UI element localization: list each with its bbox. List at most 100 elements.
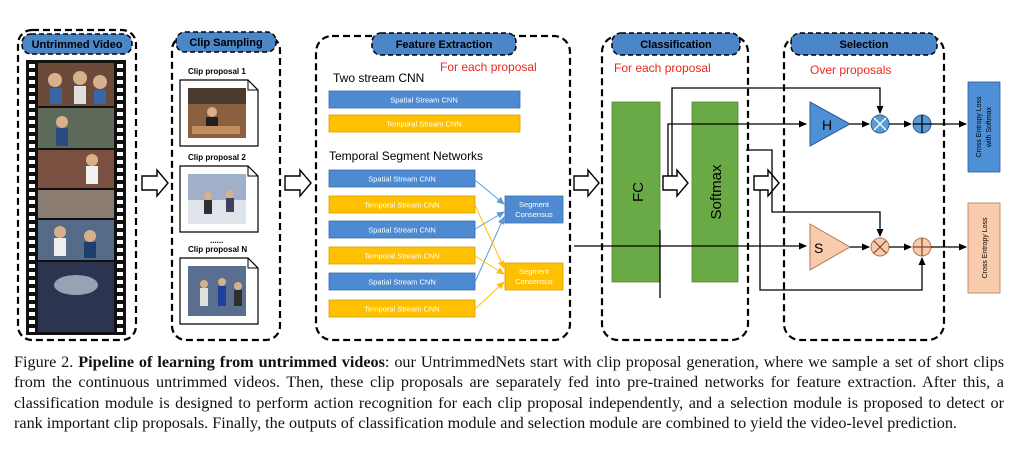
film-sprocket-hole — [117, 200, 123, 204]
clip-proposal-1-label: Clip proposal 1 — [188, 67, 246, 76]
film-sprocket-hole — [29, 184, 35, 188]
selection-title: Selection — [840, 39, 889, 51]
tsn-spatial-label: Spatial Stream CNN — [368, 175, 436, 184]
film-sprocket-hole — [29, 288, 35, 292]
film-sprocket-hole — [117, 216, 123, 220]
film-sprocket-hole — [117, 328, 123, 332]
film-sprocket-hole — [117, 296, 123, 300]
film-sprocket-hole — [117, 192, 123, 196]
arrow-video-to-clips — [141, 168, 169, 198]
untrimmed-video-title: Untrimmed Video — [32, 39, 123, 51]
film-sprocket-hole — [29, 64, 35, 68]
tsn-blue-connectors — [474, 179, 505, 283]
film-sprocket-hole — [117, 152, 123, 156]
tsn-spatial-label: Spatial Stream CNN — [368, 278, 436, 287]
consensus-2-line-2: Consensus — [515, 277, 553, 286]
film-sprocket-hole — [117, 224, 123, 228]
film-sprocket-hole — [117, 304, 123, 308]
arrow-clips-to-features — [284, 168, 312, 198]
film-sprocket-hole — [117, 168, 123, 172]
film-sprocket-hole — [29, 144, 35, 148]
film-sprocket-hole — [117, 184, 123, 188]
film-sprocket-hole — [117, 176, 123, 180]
film-sprocket-hole — [117, 72, 123, 76]
stage-arrows — [141, 168, 780, 198]
film-sprocket-hole — [29, 88, 35, 92]
film-sprocket-hole — [29, 160, 35, 164]
film-sprocket-hole — [29, 80, 35, 84]
consensus-2-line-1: Segment — [519, 267, 550, 276]
film-sprocket-hole — [29, 256, 35, 260]
film-sprocket-hole — [29, 216, 35, 220]
film-sprocket-hole — [29, 128, 35, 132]
clip-proposal-n-thumbnail — [188, 266, 246, 316]
film-sprocket-hole — [29, 112, 35, 116]
two-stream-title: Two stream CNN — [333, 71, 424, 85]
film-sprocket-hole — [29, 312, 35, 316]
film-sprocket-hole — [117, 96, 123, 100]
film-sprocket-hole — [29, 96, 35, 100]
film-sprocket-hole — [29, 200, 35, 204]
tsn-temporal-label: Temporal Stream CNN — [364, 201, 439, 210]
selection-panel: Selection Over proposals H S — [782, 32, 946, 342]
flow-lines — [574, 87, 967, 298]
film-sprocket-hole — [29, 240, 35, 244]
consensus-1-line-1: Segment — [519, 200, 550, 209]
film-sprocket-hole — [117, 160, 123, 164]
tsn-temporal-box — [328, 246, 476, 265]
classification-for-each-proposal: For each proposal — [614, 61, 711, 75]
film-sprocket-hole — [29, 272, 35, 276]
film-sprocket-hole — [29, 208, 35, 212]
two-stream-temporal-cnn: Temporal Stream CNN — [386, 120, 461, 129]
classification-panel: Classification For each proposal FC Soft… — [600, 32, 750, 342]
film-sprocket-hole — [29, 168, 35, 172]
untrimmed-video-panel: Untrimmed Video — [16, 28, 138, 342]
tsn-temporal-label: Temporal Stream CNN — [364, 252, 439, 261]
fc-layer — [611, 101, 661, 283]
multiply-node-top — [870, 114, 890, 134]
h-label: H — [822, 117, 832, 133]
consensus-1-line-2: Consensus — [515, 210, 553, 219]
tsn-spatial-box — [328, 220, 476, 239]
film-sprocket-hole — [117, 112, 123, 116]
feature-for-each-proposal: For each proposal — [440, 60, 537, 74]
clip-sampling-panel: Clip Sampling Clip proposal 1 Clip propo… — [170, 31, 282, 342]
film-sprocket-hole — [117, 232, 123, 236]
film-sprocket-hole — [117, 248, 123, 252]
clip-sampling-title: Clip Sampling — [189, 37, 262, 49]
figure-caption: Figure 2. Pipeline of learning from untr… — [14, 352, 1004, 433]
two-stream-spatial-cnn: Spatial Stream CNN — [390, 96, 458, 105]
film-sprocket-hole — [29, 328, 35, 332]
film-sprocket-hole — [117, 272, 123, 276]
s-label: S — [814, 240, 823, 256]
arrow-classification-to-selection — [753, 168, 780, 198]
selection-over-proposals: Over proposals — [810, 63, 891, 77]
film-sprocket-hole — [29, 192, 35, 196]
film-sprocket-hole — [117, 280, 123, 284]
film-sprocket-hole — [117, 120, 123, 124]
h-triangle — [809, 101, 852, 147]
film-sprocket-hole — [29, 120, 35, 124]
tsn-spatial-box — [328, 169, 476, 188]
tsn-yellow-connectors — [474, 204, 505, 310]
film-sprocket-hole — [117, 256, 123, 260]
tsn-temporal-box — [328, 195, 476, 214]
feature-extraction-panel: Feature Extraction For each proposal Two… — [314, 32, 572, 342]
caption-bold: Pipeline of learning from untrimmed vide… — [78, 353, 385, 371]
add-node-top — [912, 114, 932, 134]
loss-softmax-line-1: Cross Entropy Loss — [976, 96, 983, 158]
film-sprocket-hole — [117, 80, 123, 84]
add-node-bottom — [912, 237, 932, 257]
clip-proposal-n-label: Clip proposal N — [188, 245, 247, 254]
film-sprocket-hole — [29, 248, 35, 252]
loss-softmax-box: Cross Entropy Loss with Softmax — [967, 81, 1001, 173]
classification-title: Classification — [640, 39, 712, 51]
film-sprocket-hole — [117, 240, 123, 244]
tsn-temporal-label: Temporal Stream CNN — [364, 305, 439, 314]
film-sprocket-hole — [117, 264, 123, 268]
film-sprocket-hole — [29, 152, 35, 156]
film-sprocket-hole — [117, 128, 123, 132]
film-sprocket-hole — [117, 136, 123, 140]
film-sprocket-hole — [117, 312, 123, 316]
